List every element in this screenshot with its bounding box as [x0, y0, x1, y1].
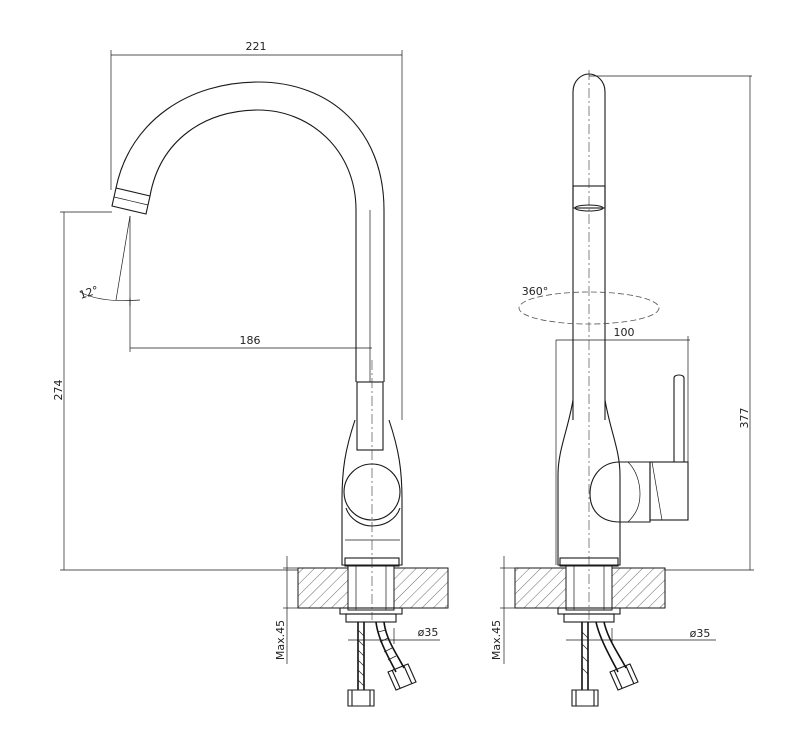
hex-nut-left [347, 689, 375, 707]
side-view-left: 221 186 274 12° Max.45 ø35 [52, 40, 449, 707]
side-view-right: 360° 100 377 Max.45 ø35 [490, 70, 754, 707]
dim-body-depth: 100 [614, 326, 635, 339]
dim-rotation: 360° [522, 285, 549, 298]
dim-spout-reach-total: 221 [246, 40, 267, 53]
spout-neck [356, 381, 384, 451]
dim-hole-diameter-right: ø35 [690, 627, 711, 640]
hose-hot [375, 621, 405, 673]
aerator [111, 187, 151, 215]
dim-max-thickness-left: Max.45 [274, 620, 287, 660]
dim-hole-diameter-left: ø35 [418, 626, 439, 639]
dim-total-height: 377 [738, 408, 751, 429]
rotation-indicator [518, 291, 660, 325]
dim-tilt-angle: 12° [78, 283, 101, 301]
hex-nut-right [387, 663, 417, 691]
handle-lever [649, 461, 689, 521]
dim-max-thickness-right: Max.45 [490, 620, 503, 660]
dim-spout-height: 274 [52, 380, 65, 401]
handle-boss [589, 461, 651, 523]
dim-spout-reach: 186 [240, 334, 261, 347]
spout-inner [149, 109, 357, 382]
spout-outer [115, 81, 385, 382]
hose-cold [357, 622, 365, 690]
